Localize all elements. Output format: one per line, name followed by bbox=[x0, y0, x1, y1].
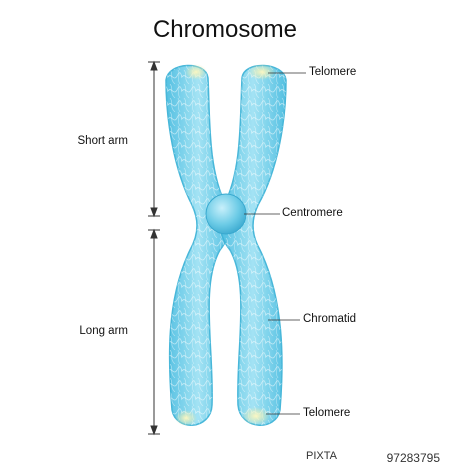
short-arm-arrow bbox=[148, 60, 160, 218]
centromere-label: Centromere bbox=[282, 207, 343, 219]
right-chromatid bbox=[219, 64, 287, 426]
diagram-title: Chromosome bbox=[152, 16, 298, 43]
left-chromatid bbox=[165, 64, 231, 426]
long-arm-arrow bbox=[148, 228, 160, 436]
telomere-top-label: Telomere bbox=[309, 66, 357, 78]
leader-lines bbox=[244, 72, 306, 415]
telomere-bottom-right bbox=[242, 407, 270, 425]
long-arm-label: Long arm bbox=[79, 325, 128, 337]
watermark-logo: PIXTA bbox=[306, 450, 337, 462]
chromatid-label: Chromatid bbox=[303, 313, 357, 325]
centromere bbox=[205, 193, 247, 235]
telomere-bottom-left bbox=[175, 410, 197, 426]
watermark-bar bbox=[0, 447, 450, 469]
short-arm-label: Short arm bbox=[77, 135, 129, 147]
telomere-top-right bbox=[248, 64, 276, 80]
telomere-top-left bbox=[185, 64, 207, 80]
telomere-bottom-label: Telomere bbox=[303, 407, 351, 419]
watermark-id: 97283795 bbox=[386, 451, 440, 465]
